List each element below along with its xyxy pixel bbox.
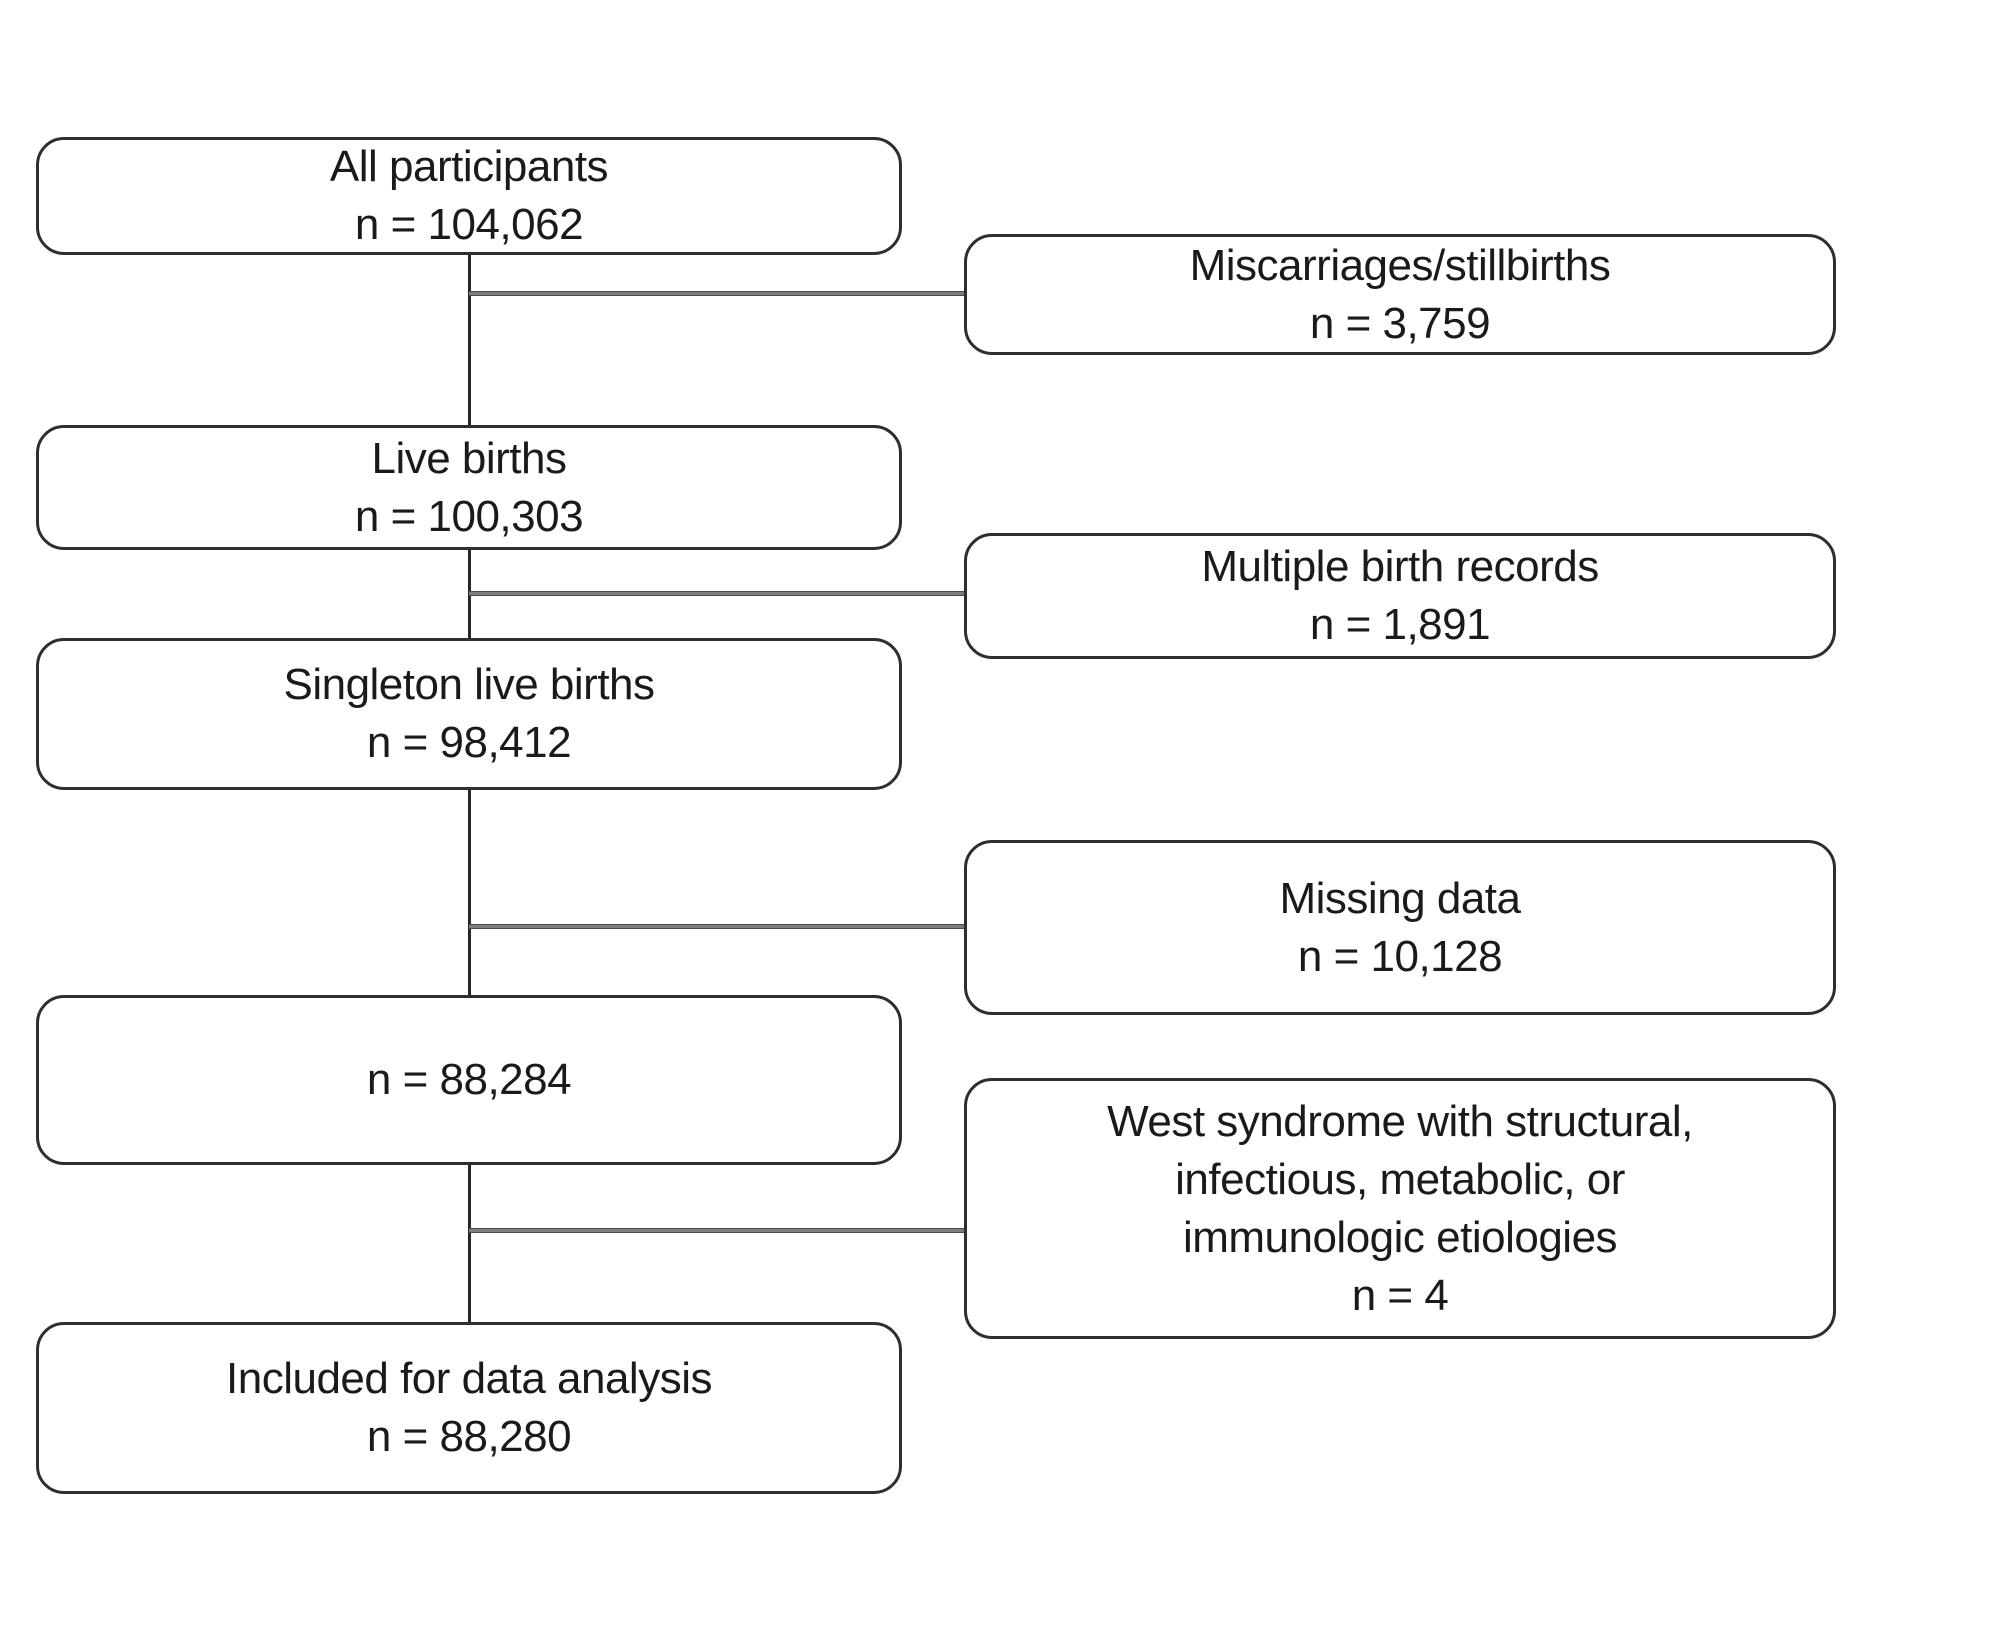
box-title: infectious, metabolic, or — [1175, 1154, 1625, 1204]
flow-box-singleton-live-births: Singleton live births n = 98,412 — [36, 638, 902, 790]
connector-vertical-3 — [468, 790, 471, 995]
flow-box-included-for-analysis: Included for data analysis n = 88,280 — [36, 1322, 902, 1494]
box-count: n = 88,280 — [366, 1412, 572, 1461]
box-count: n = 100,303 — [354, 491, 584, 541]
box-count: n = 4 — [1351, 1270, 1449, 1320]
box-title: West syndrome with structural, — [1107, 1096, 1693, 1146]
box-count: n = 98,412 — [366, 718, 572, 767]
connector-vertical-4 — [468, 1165, 471, 1322]
box-count: n = 88,284 — [366, 1055, 572, 1104]
flow-box-all-participants: All participants n = 104,062 — [36, 137, 902, 255]
flow-box-miscarriages-stillbirths: Miscarriages/stillbirths n = 3,759 — [964, 234, 1836, 355]
box-count: n = 10,128 — [1297, 931, 1503, 981]
connector-branch-multiple-births — [469, 591, 966, 596]
flow-box-missing-data: Missing data n = 10,128 — [964, 840, 1836, 1015]
box-title: Miscarriages/stillbirths — [1189, 240, 1611, 290]
flow-box-west-syndrome-etiologies: West syndrome with structural, infectiou… — [964, 1078, 1836, 1339]
connector-vertical-1 — [468, 255, 471, 425]
box-title: Included for data analysis — [226, 1354, 712, 1403]
flow-box-live-births: Live births n = 100,303 — [36, 425, 902, 550]
flow-box-cohort-after-exclusions: n = 88,284 — [36, 995, 902, 1165]
box-count: n = 3,759 — [1309, 298, 1491, 348]
box-title: Singleton live births — [283, 660, 655, 709]
box-count: n = 104,062 — [354, 200, 584, 249]
box-count: n = 1,891 — [1309, 600, 1491, 649]
box-title: All participants — [329, 142, 609, 191]
box-title: Live births — [371, 433, 567, 483]
box-title: immunologic etiologies — [1182, 1212, 1618, 1262]
flow-box-multiple-birth-records: Multiple birth records n = 1,891 — [964, 533, 1836, 659]
connector-branch-missing-data — [469, 924, 966, 929]
box-title: Missing data — [1279, 873, 1521, 923]
connector-branch-miscarriages — [469, 291, 966, 296]
box-title: Multiple birth records — [1201, 542, 1599, 591]
connector-branch-west-syndrome — [469, 1228, 966, 1233]
